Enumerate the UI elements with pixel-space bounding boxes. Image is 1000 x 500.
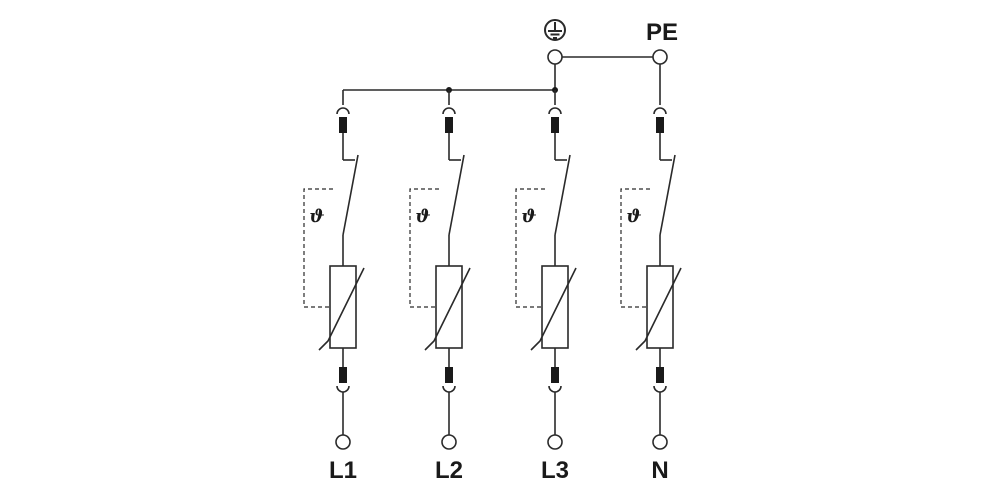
varistor-slash: [530, 267, 577, 351]
line-terminal: [547, 434, 563, 450]
top-fuse: [656, 117, 664, 133]
earth-ground-icon: [544, 19, 566, 41]
bottom-fuse: [339, 367, 347, 383]
top-bus: PE: [343, 19, 678, 105]
line-terminal: [335, 434, 351, 450]
earth-terminal: [547, 49, 563, 65]
pole-label: L3: [541, 457, 569, 484]
pe-label: PE: [646, 19, 678, 46]
pole-l1: ϑ L1: [303, 90, 365, 484]
pole-l2: ϑ L2: [409, 90, 471, 484]
top-fuse: [339, 117, 347, 133]
bottom-fuse: [656, 367, 664, 383]
top-plug-arc: [548, 107, 562, 115]
top-plug-arc: [442, 107, 456, 115]
bottom-plug-arc: [653, 385, 667, 393]
thermal-coupling: [409, 188, 439, 308]
bottom-fuse: [445, 367, 453, 383]
pole-label: L1: [329, 457, 357, 484]
thermal-symbol: ϑ: [626, 206, 641, 227]
thermal-switch: [554, 154, 571, 236]
varistor: [541, 265, 569, 349]
thermal-switch: [448, 154, 465, 236]
top-plug-arc: [653, 107, 667, 115]
thermal-symbol: ϑ: [309, 206, 324, 227]
top-fuse: [445, 117, 453, 133]
bottom-fuse: [551, 367, 559, 383]
bottom-plug-arc: [336, 385, 350, 393]
line-terminal: [652, 434, 668, 450]
varistor: [435, 265, 463, 349]
thermal-coupling: [303, 188, 333, 308]
varistor-slash: [424, 267, 471, 351]
top-fuse: [551, 117, 559, 133]
thermal-coupling: [620, 188, 650, 308]
thermal-switch: [659, 154, 676, 236]
pole-l3: ϑ L3: [515, 90, 577, 484]
varistor: [329, 265, 357, 349]
bottom-plug-arc: [442, 385, 456, 393]
varistor: [646, 265, 674, 349]
top-plug-arc: [336, 107, 350, 115]
thermal-symbol: ϑ: [415, 206, 430, 227]
thermal-switch: [342, 154, 359, 236]
thermal-symbol: ϑ: [521, 206, 536, 227]
pole-label: L2: [435, 457, 463, 484]
pole-n: ϑ N: [620, 107, 682, 484]
pe-terminal: [652, 49, 668, 65]
bottom-plug-arc: [548, 385, 562, 393]
pole-label: N: [651, 457, 668, 484]
line-terminal: [441, 434, 457, 450]
varistor-slash: [635, 267, 682, 351]
thermal-coupling: [515, 188, 545, 308]
varistor-slash: [318, 267, 365, 351]
